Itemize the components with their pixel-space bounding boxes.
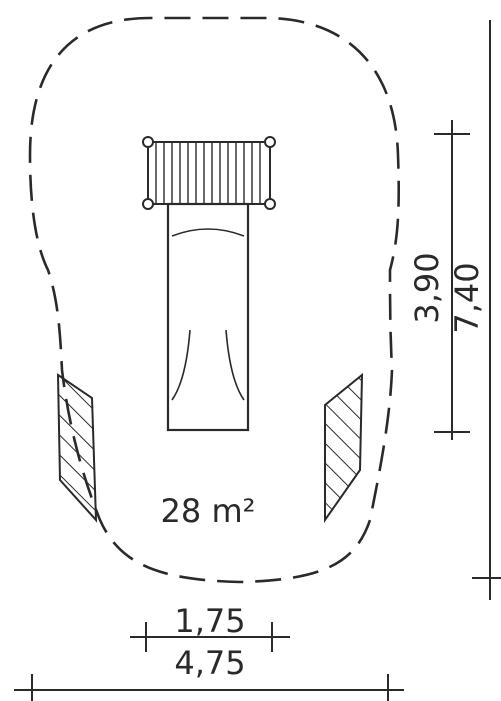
dimension-label-total-height: 7,40 — [448, 262, 486, 333]
platform-boards — [155, 142, 261, 204]
dimension-label-slide-height: 3,90 — [408, 252, 446, 323]
dimension-line-total-height — [472, 20, 501, 600]
hatched-area-right — [324, 372, 364, 524]
safety-zone-outline — [28, 16, 401, 584]
slide-chute — [166, 202, 250, 432]
slide-bed-curve-left — [171, 329, 191, 401]
dimension-line-slide-width — [130, 622, 290, 652]
hatched-area-left — [56, 373, 98, 523]
platform-deck — [147, 141, 271, 205]
area-label: 28 m² — [161, 492, 256, 530]
dimension-line-total-width — [14, 674, 404, 701]
dimension-line-slide-height — [434, 120, 470, 440]
platform-posts — [142, 136, 276, 210]
dimension-label-total-width: 4,75 — [174, 644, 245, 682]
slide-bed-curve-right — [225, 329, 245, 401]
slide-bed-curve-top — [171, 228, 245, 237]
dimension-label-slide-width: 1,75 — [174, 602, 245, 640]
